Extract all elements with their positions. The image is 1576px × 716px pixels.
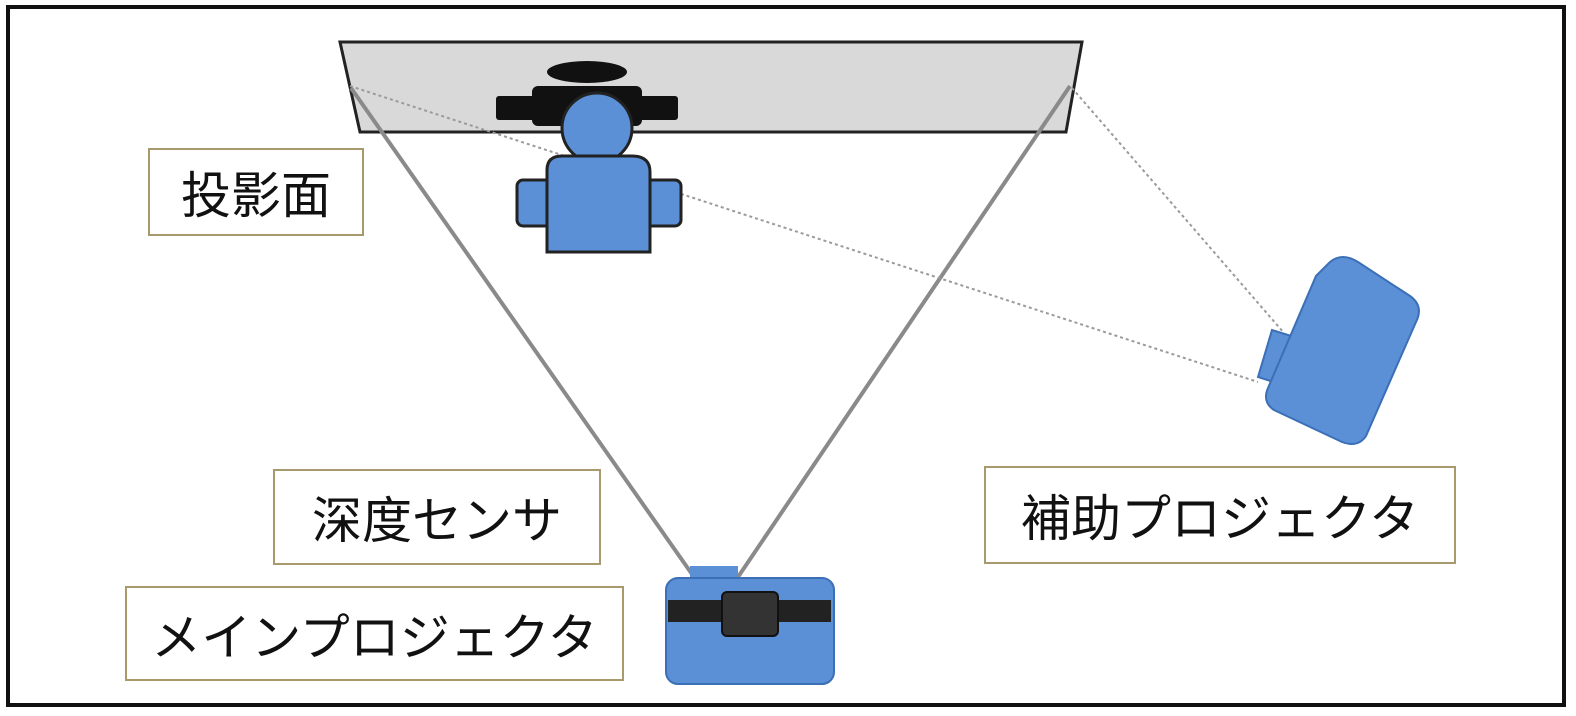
- person-figure: [496, 61, 683, 254]
- auxiliary-projector-label: 補助プロジェクタ: [984, 466, 1456, 564]
- depth-sensor-center: [721, 591, 779, 637]
- projection-surface-label: 投影面: [148, 148, 364, 236]
- aux-projector-body: [1265, 256, 1420, 445]
- person-torso: [545, 154, 652, 254]
- person-right-arm-dark: [634, 96, 678, 120]
- main-beam-left: [349, 86, 696, 579]
- projection-surface: [338, 40, 1084, 134]
- main-beam-right: [736, 84, 1072, 579]
- main-projector-label: メインプロジェクタ: [125, 586, 624, 681]
- person-head: [560, 91, 634, 165]
- depth-sensor-label: 深度センサ: [273, 469, 601, 565]
- person-head-top: [547, 61, 627, 83]
- person-left-arm-dark: [496, 96, 540, 120]
- auxiliary-projector: [1256, 256, 1420, 445]
- main-projector: [665, 566, 835, 685]
